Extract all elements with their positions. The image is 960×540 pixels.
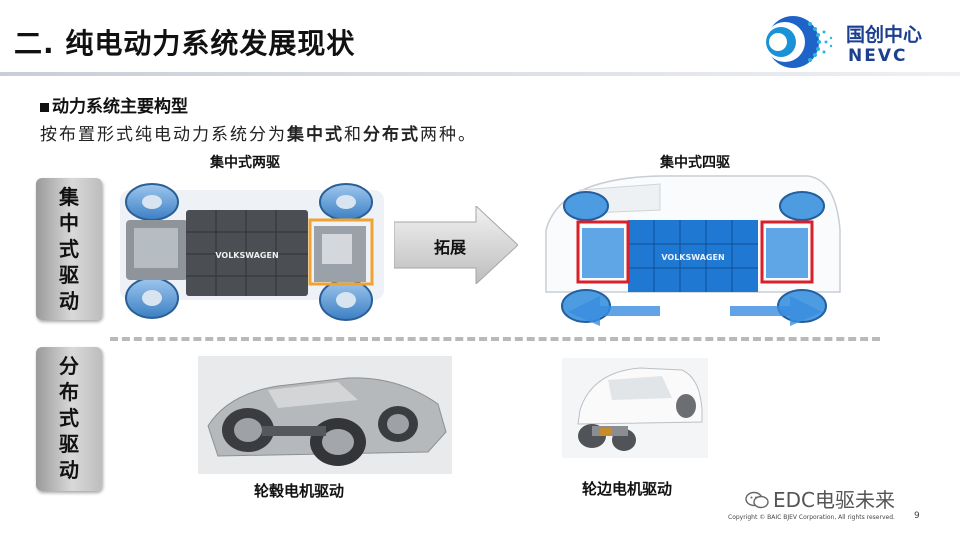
label-char: 动 [59, 458, 79, 482]
caption-hub-motor: 轮毂电机驱动 [254, 482, 345, 500]
label-char: 式 [59, 237, 79, 261]
desc-suffix: 两种。 [420, 125, 477, 145]
slide-title: 二. 纯电动力系统发展现状 [14, 27, 356, 60]
distributed-drive-label: 分 布 式 驱 动 [36, 347, 102, 491]
centralized-drive-label: 集 中 式 驱 动 [36, 178, 102, 320]
caption-four-drive: 集中式四驱 [660, 155, 730, 171]
page-number: 9 [914, 511, 920, 521]
section-heading: 动力系统主要构型 [40, 92, 188, 117]
expand-arrow-icon [394, 206, 518, 284]
section-heading-text: 动力系统主要构型 [52, 97, 188, 117]
front-motor-highlight-box [576, 220, 630, 284]
hub-motor-drive-image [198, 356, 452, 474]
nevc-logo-icon [765, 16, 833, 68]
battery-brand-text: VOLKSWAGEN [215, 251, 278, 260]
rear-motor-highlight-box-2 [760, 220, 814, 284]
desc-prefix: 按布置形式纯电动力系统分为 [40, 125, 287, 145]
centralized-two-drive-chassis-image: VOLKSWAGEN [120, 183, 384, 321]
watermark-text: EDC电驱未来 [773, 488, 896, 512]
label-char: 驱 [59, 263, 79, 287]
label-char: 布 [59, 380, 79, 404]
label-char: 动 [59, 289, 79, 313]
caption-two-drive: 集中式两驱 [210, 155, 280, 171]
logo-text-en: NEVC [848, 46, 908, 66]
desc-bold-centralized: 集中式 [287, 125, 344, 145]
description-line: 按布置形式纯电动力系统分为集中式和分布式两种。 [40, 120, 477, 145]
battery-brand-text-2: VOLKSWAGEN [661, 253, 724, 262]
caption-wheel-side-motor: 轮边电机驱动 [582, 480, 673, 498]
watermark: EDC电驱未来 [745, 484, 895, 513]
desc-bold-distributed: 分布式 [363, 125, 420, 145]
bullet-square-icon [40, 102, 49, 112]
expand-arrow-label: 拓展 [434, 238, 467, 257]
rear-motor-highlight-box [308, 218, 374, 286]
wheel-side-motor-drive-image [562, 358, 708, 458]
logo-text-cn: 国创中心 [846, 24, 923, 46]
label-char: 中 [59, 211, 79, 235]
label-char: 式 [59, 406, 79, 430]
desc-mid: 和 [344, 125, 363, 145]
copyright-text: Copyright © BAIC BJEV Corporation, All r… [728, 514, 895, 521]
label-char: 驱 [59, 432, 79, 456]
title-rule [0, 72, 960, 76]
centralized-four-drive-vehicle-image: VOLKSWAGEN [545, 175, 841, 326]
wechat-icon [745, 491, 769, 509]
label-char: 集 [59, 185, 79, 209]
section-divider [110, 337, 880, 341]
label-char: 分 [59, 354, 79, 378]
